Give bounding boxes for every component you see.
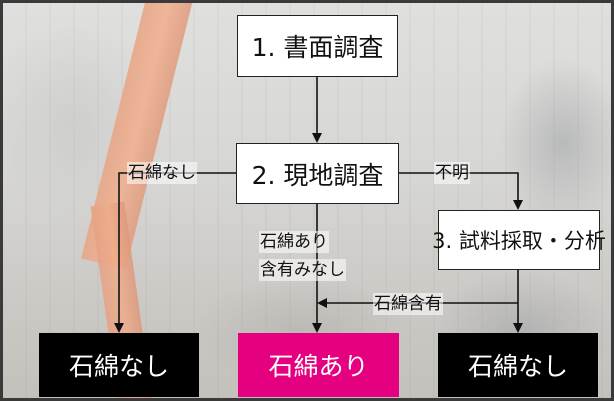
step1-label: 1. 書面調査 (251, 33, 384, 62)
result-no-asbestos-left-box: 石綿なし (39, 333, 199, 397)
step1-document-survey-box: 1. 書面調査 (237, 15, 398, 77)
result-left-label: 石綿なし (68, 352, 169, 381)
edge-label-asbestos-present: 石綿あり (259, 231, 329, 253)
result-asbestos-present-box: 石綿あり (238, 333, 399, 397)
edge-label-deemed-containing: 含有みなし (259, 259, 346, 281)
step3-sampling-analysis-box: 3. 試料採取・分析 (432, 210, 606, 270)
result-center-label: 石綿あり (268, 352, 369, 381)
arrow-step2-to-none-left (114, 172, 236, 333)
step2-label: 2. 現地調査 (251, 160, 384, 190)
edge-label-no-asbestos: 石綿なし (127, 162, 197, 184)
result-no-asbestos-right-box: 石綿なし (438, 333, 598, 397)
step3-label: 3. 試料採取・分析 (432, 229, 606, 253)
edge-label-asbestos-contained: 石綿含有 (373, 293, 443, 315)
step2-site-survey-box: 2. 現地調査 (236, 143, 399, 204)
result-right-label: 石綿なし (467, 352, 568, 381)
edge-label-unknown: 不明 (434, 162, 470, 184)
